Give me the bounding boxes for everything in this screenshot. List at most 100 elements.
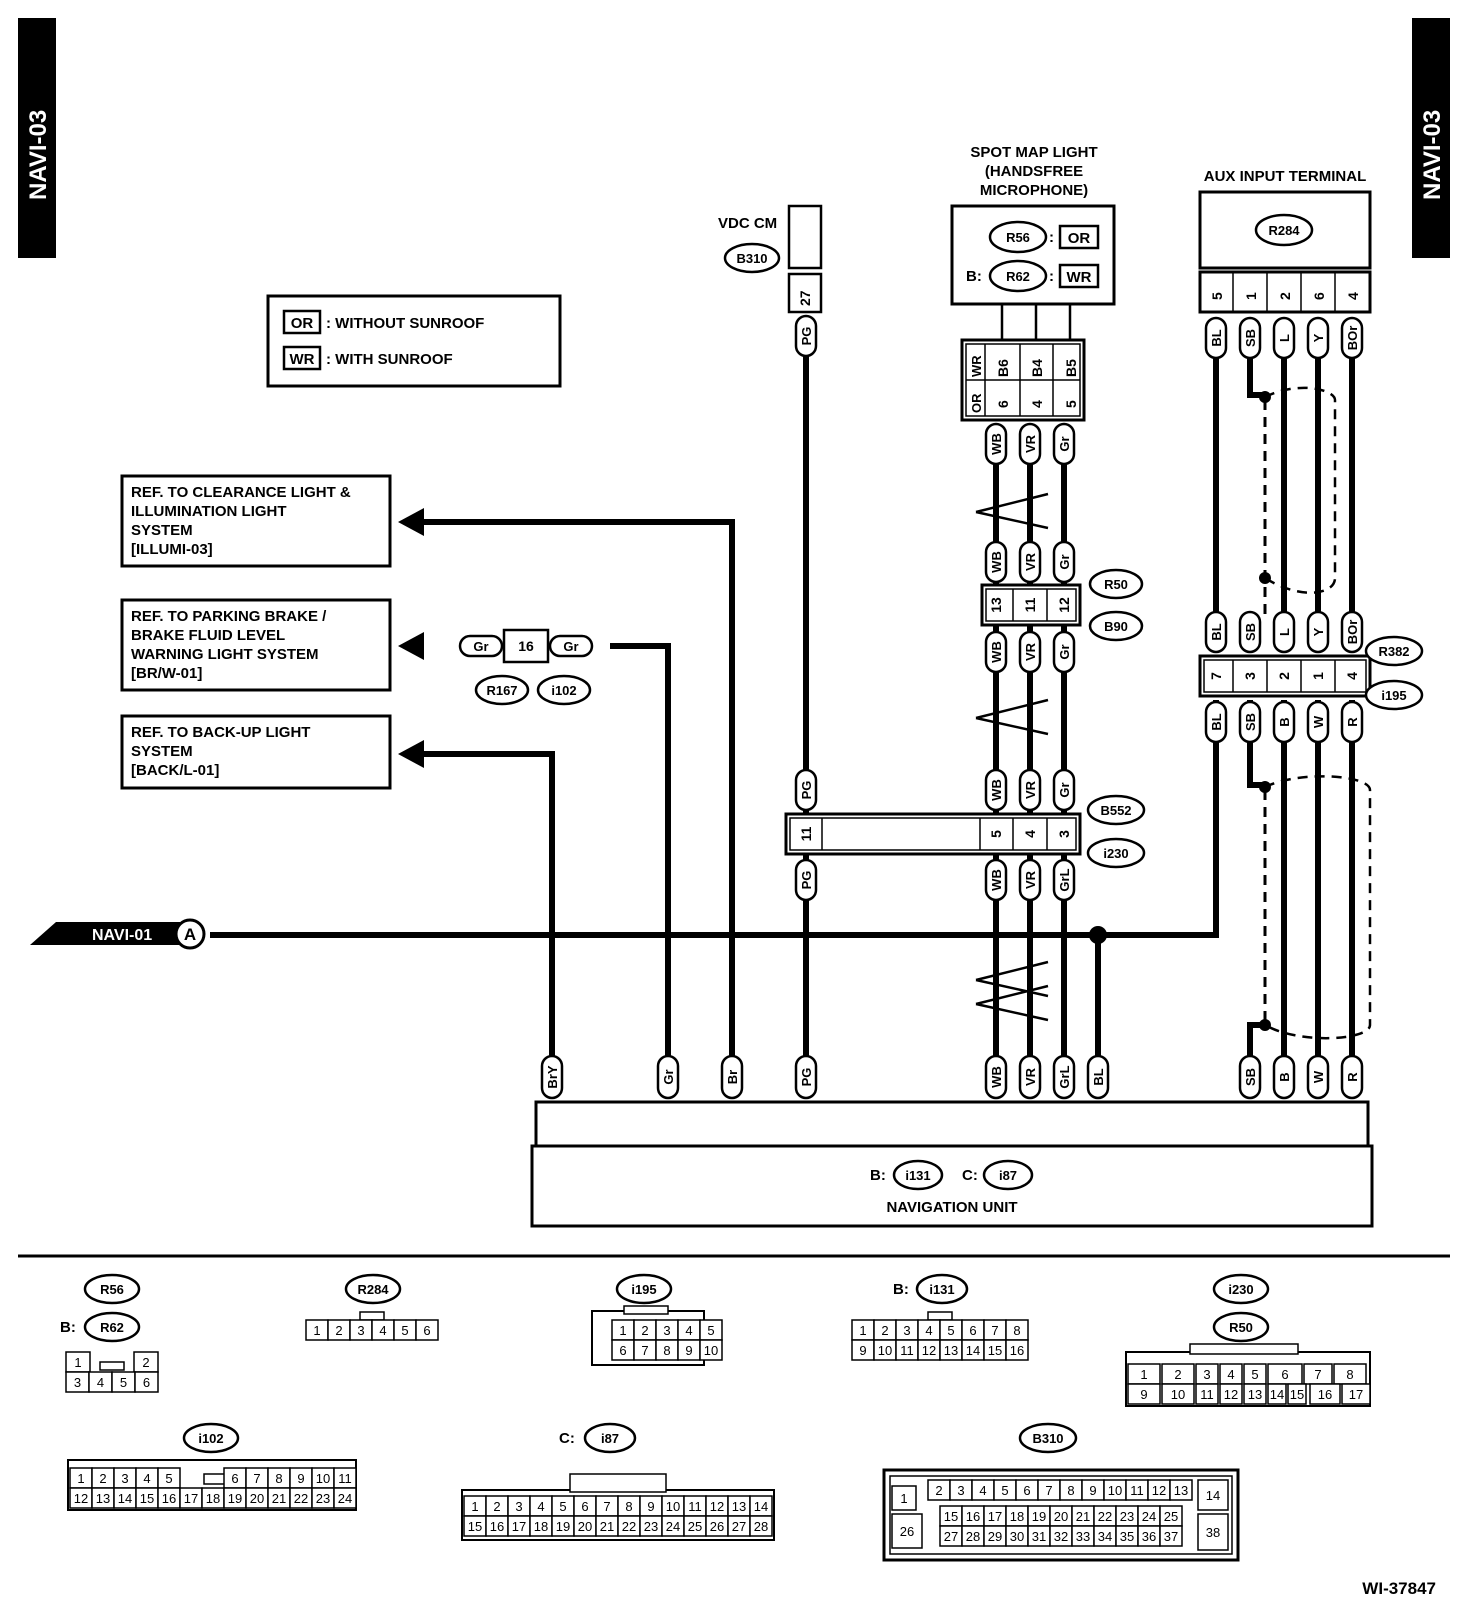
spot-conn-r56: R56 bbox=[1006, 230, 1030, 245]
vdc-cm: VDC CM B310 27 bbox=[718, 204, 823, 314]
b552-pin-0: 11 bbox=[798, 826, 814, 841]
i195-cell-1-4: 10 bbox=[704, 1343, 718, 1358]
aux-wire-tag-1: SB bbox=[1243, 329, 1258, 347]
i87-cell-0-10: 11 bbox=[688, 1499, 702, 1514]
b90-tag: B90 bbox=[1104, 619, 1128, 634]
i230-cell-0-0: 1 bbox=[1140, 1367, 1147, 1382]
spot-wire-tag-2: Gr bbox=[1057, 436, 1072, 451]
i87-cell-0-9: 10 bbox=[666, 1499, 680, 1514]
aux-pin-1: 1 bbox=[1243, 292, 1259, 300]
i102-cell-0-10: 11 bbox=[338, 1471, 352, 1486]
spot-map-light: SPOT MAP LIGHT (HANDSFREE MICROPHONE) R5… bbox=[950, 144, 1116, 422]
b552-bottom-tag-0: PG bbox=[799, 871, 814, 890]
spot-title-1: SPOT MAP LIGHT bbox=[970, 144, 1097, 161]
inline-tag-r167: R167 bbox=[486, 683, 517, 698]
diagram-code: WI-37847 bbox=[1362, 1579, 1436, 1598]
r382-pin-2: 2 bbox=[1276, 672, 1292, 680]
spot-opt-wr: WR bbox=[1067, 269, 1092, 286]
nav-wire-tag-6: GrL bbox=[1057, 1065, 1072, 1088]
footer-tags: R56 B: R62 R284 i195 B: i131 i230 R50 i1… bbox=[60, 1273, 1270, 1454]
b310-cell-0-6: 7 bbox=[1045, 1483, 1052, 1498]
b552-bottom-tag-1: WB bbox=[989, 869, 1004, 891]
i102-cell-1-6: 18 bbox=[206, 1491, 220, 1506]
i131-cell-1-5: 14 bbox=[966, 1343, 980, 1358]
i87-cell-0-4: 5 bbox=[559, 1499, 566, 1514]
r382-bottom-tag-3: W bbox=[1311, 715, 1326, 728]
r382-top-tag-4: BOr bbox=[1345, 620, 1360, 645]
i87-cell-0-6: 7 bbox=[603, 1499, 610, 1514]
aux-pin-3: 6 bbox=[1311, 292, 1327, 300]
i195-tag: i195 bbox=[1381, 688, 1406, 703]
aux-title: AUX INPUT TERMINAL bbox=[1204, 168, 1367, 185]
i102-cell-1-3: 15 bbox=[140, 1491, 154, 1506]
spot-wr-label: WR bbox=[969, 355, 984, 377]
i230-cell-0-5: 6 bbox=[1281, 1367, 1288, 1382]
ref-backup-line-2: [BACK/L-01] bbox=[131, 762, 219, 779]
i131-cell-1-4: 13 bbox=[944, 1343, 958, 1358]
i87-cell-1-7: 22 bbox=[622, 1519, 636, 1534]
spot-b-prefix: B: bbox=[966, 268, 982, 285]
b310-cell-2-6: 32 bbox=[1054, 1529, 1068, 1544]
ft-i87: i87 bbox=[601, 1431, 619, 1446]
connector-b552-block: B552 i230 bbox=[784, 794, 1146, 869]
ref-brake-line-2: WARNING LIGHT SYSTEM bbox=[131, 646, 319, 663]
aux-wire-tag-0: BL bbox=[1209, 329, 1224, 346]
r382-bottom-tag-2: B bbox=[1277, 717, 1292, 726]
r50-pin-2: 12 bbox=[1056, 597, 1072, 613]
b310-cell-2-10: 36 bbox=[1142, 1529, 1156, 1544]
ref-backup: REF. TO BACK-UP LIGHT SYSTEM [BACK/L-01] bbox=[120, 714, 392, 790]
spot-or-pin-0: 6 bbox=[995, 400, 1011, 408]
ft-i131-b: B: bbox=[893, 1281, 909, 1298]
ft-r56-b: B: bbox=[60, 1319, 76, 1336]
spot-title-2: (HANDSFREE bbox=[985, 163, 1083, 180]
aux-wire-tag-3: Y bbox=[1311, 333, 1326, 342]
b310-cell-2-8: 34 bbox=[1098, 1529, 1112, 1544]
svg-text::: : bbox=[1049, 229, 1054, 246]
r56-cell-0-0: 1 bbox=[74, 1355, 81, 1370]
nav-wire-tag-9: B bbox=[1277, 1072, 1292, 1081]
r50-top-tag-2: Gr bbox=[1057, 554, 1072, 569]
i102-cell-0-5: 6 bbox=[231, 1471, 238, 1486]
i102-cell-0-1: 2 bbox=[99, 1471, 106, 1486]
ref-illumi-line-3: [ILLUMI-03] bbox=[131, 541, 213, 558]
ref-illumi-line-1: ILLUMINATION LIGHT bbox=[131, 503, 287, 520]
b310-cell-0-13: 14 bbox=[1206, 1488, 1220, 1503]
ref-brake-line-0: REF. TO PARKING BRAKE / bbox=[131, 608, 327, 625]
i87-cell-0-12: 13 bbox=[732, 1499, 746, 1514]
r382-top-tag-1: SB bbox=[1243, 623, 1258, 641]
i195-cell-1-2: 8 bbox=[663, 1343, 670, 1358]
nav-wire-tag-1: Gr bbox=[661, 1069, 676, 1084]
i230-cell-0-1: 2 bbox=[1174, 1367, 1181, 1382]
aux-wire-tag-4: BOr bbox=[1345, 326, 1360, 351]
b310-cell-1-1: 16 bbox=[966, 1509, 980, 1524]
i230-cell-1-8: 17 bbox=[1349, 1387, 1363, 1402]
b310-cell-0-3: 4 bbox=[979, 1483, 986, 1498]
b552-pin-3: 3 bbox=[1056, 830, 1072, 838]
i131-cell-0-0: 1 bbox=[859, 1323, 866, 1338]
i102-cell-1-7: 19 bbox=[228, 1491, 242, 1506]
i102-cell-1-10: 22 bbox=[294, 1491, 308, 1506]
spot-or-label: OR bbox=[969, 393, 984, 413]
b310-cell-2-2: 28 bbox=[966, 1529, 980, 1544]
i87-cell-1-2: 17 bbox=[512, 1519, 526, 1534]
r56-cell-1-1: 4 bbox=[97, 1375, 104, 1390]
b310-cell-0-2: 3 bbox=[957, 1483, 964, 1498]
ft-r50: R50 bbox=[1229, 1320, 1253, 1335]
b310-cell-2-5: 31 bbox=[1032, 1529, 1046, 1544]
ft-i230: i230 bbox=[1228, 1282, 1253, 1297]
i87-cell-0-3: 4 bbox=[537, 1499, 544, 1514]
b310-cell-2-4: 30 bbox=[1010, 1529, 1024, 1544]
nav-wire-tag-4: WB bbox=[989, 1066, 1004, 1088]
r284-cell-0-2: 3 bbox=[357, 1323, 364, 1338]
nav-wire-tag-8: SB bbox=[1243, 1068, 1258, 1086]
r50-top-tag-0: WB bbox=[989, 551, 1004, 573]
r382-pin-3: 1 bbox=[1310, 672, 1326, 680]
b310-cell-2-11: 37 bbox=[1164, 1529, 1178, 1544]
i230-cell-1-1: 10 bbox=[1171, 1387, 1185, 1402]
ft-r62: R62 bbox=[100, 1320, 124, 1335]
i102-cell-1-8: 20 bbox=[250, 1491, 264, 1506]
aux-conn-tag: R284 bbox=[1268, 223, 1300, 238]
i87-cell-1-0: 15 bbox=[468, 1519, 482, 1534]
